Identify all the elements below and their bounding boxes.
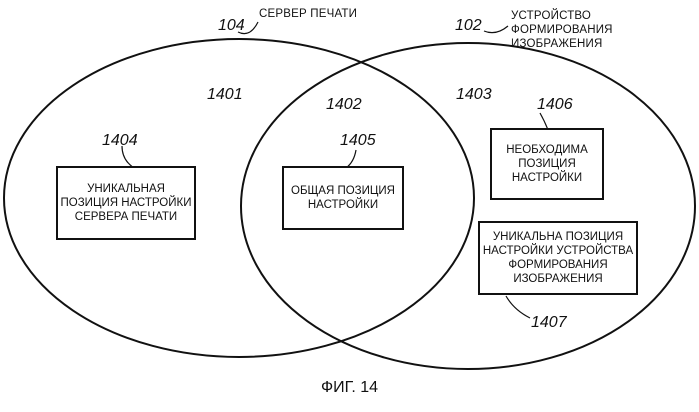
print-server-label: СЕРВЕР ПЕЧАТИ <box>259 7 357 21</box>
device-unique-setting-box: УНИКАЛЬНА ПОЗИЦИЯ НАСТРОЙКИ УСТРОЙСТВА Ф… <box>478 221 638 295</box>
device-label-line2: ФОРМИРОВАНИЯ <box>511 23 613 37</box>
required-setting-text: НЕОБХОДИМА ПОЗИЦИЯ НАСТРОЙКИ <box>506 143 588 185</box>
leader-1407 <box>506 296 530 318</box>
ref-1403: 1403 <box>456 86 492 104</box>
ref-1402: 1402 <box>326 96 362 114</box>
ref-1405: 1405 <box>340 132 376 150</box>
leader-102 <box>484 26 508 33</box>
ref-1401: 1401 <box>207 86 243 104</box>
required-setting-box: НЕОБХОДИМА ПОЗИЦИЯ НАСТРОЙКИ <box>490 128 604 200</box>
figure-caption: ФИГ. 14 <box>0 379 699 397</box>
device-label-line3: ИЗОБРАЖЕНИЯ <box>511 37 613 51</box>
print-server-unique-setting-text: УНИКАЛЬНАЯ ПОЗИЦИЯ НАСТРОЙКИ СЕРВЕРА ПЕЧ… <box>61 182 192 224</box>
device-unique-setting-text: УНИКАЛЬНА ПОЗИЦИЯ НАСТРОЙКИ УСТРОЙСТВА Ф… <box>483 230 633 286</box>
common-setting-box: ОБЩАЯ ПОЗИЦИЯ НАСТРОЙКИ <box>282 166 404 230</box>
ref-1407: 1407 <box>531 314 567 332</box>
device-label: УСТРОЙСТВО ФОРМИРОВАНИЯ ИЗОБРАЖЕНИЯ <box>511 9 613 51</box>
ref-104: 104 <box>218 17 245 35</box>
device-label-line1: УСТРОЙСТВО <box>511 9 613 23</box>
ref-102: 102 <box>455 17 482 35</box>
ref-1404: 1404 <box>102 132 138 150</box>
ref-1406: 1406 <box>537 96 573 114</box>
print-server-unique-setting-box: УНИКАЛЬНАЯ ПОЗИЦИЯ НАСТРОЙКИ СЕРВЕРА ПЕЧ… <box>56 166 196 240</box>
common-setting-text: ОБЩАЯ ПОЗИЦИЯ НАСТРОЙКИ <box>291 184 395 212</box>
